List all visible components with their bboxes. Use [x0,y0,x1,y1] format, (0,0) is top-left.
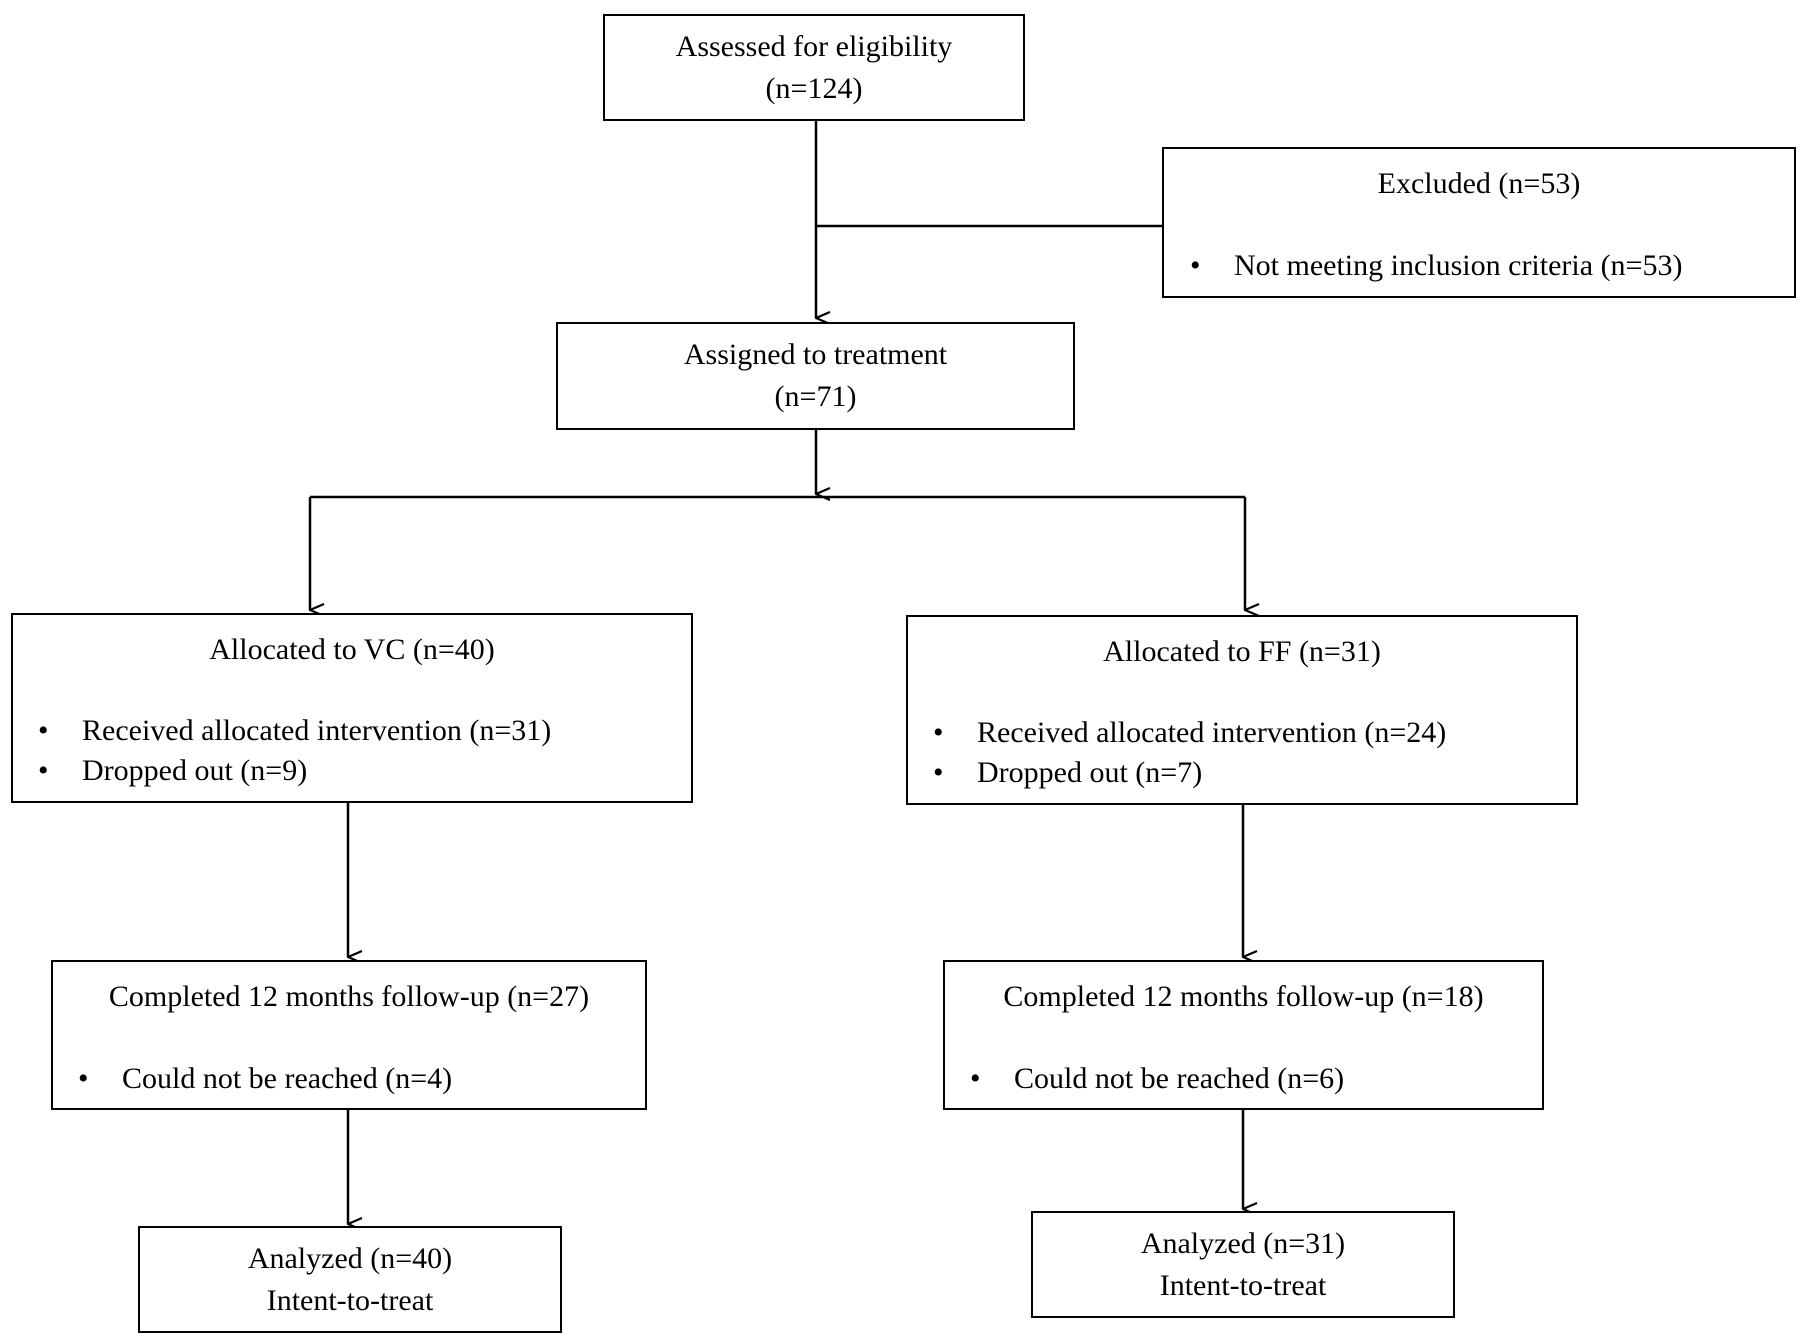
ff-allocation-title: Allocated to FF (n=31) [1103,635,1381,668]
ff-dropped-text: Dropped out (n=7) [977,756,1203,789]
assessed-title: Assessed for eligibility [675,30,953,63]
bullet-marker: • [1190,249,1201,282]
ff-analyzed-subtitle: Intent-to-treat [1159,1269,1327,1302]
vc-dropped-text: Dropped out (n=9) [82,754,308,787]
assessed-box: Assessed for eligibility (n=124) [603,14,1025,121]
bullet-marker: • [933,716,944,749]
ff-allocation-box: Allocated to FF (n=31) • Received alloca… [906,615,1578,805]
ff-followup-box: Completed 12 months follow-up (n=18) • C… [943,960,1544,1110]
excluded-reason: Not meeting inclusion criteria (n=53) [1234,249,1683,282]
bullet-marker: • [933,756,944,789]
ff-not-reached-text: Could not be reached (n=6) [1014,1062,1345,1095]
bullet-marker: • [78,1062,89,1095]
ff-analyzed-box: Analyzed (n=31) Intent-to-treat [1031,1211,1455,1318]
assigned-title: Assigned to treatment [683,338,948,371]
assigned-box: Assigned to treatment (n=71) [556,322,1075,430]
vc-received-text: Received allocated intervention (n=31) [82,714,552,747]
assessed-count: (n=124) [765,72,863,105]
excluded-box: Excluded (n=53) • Not meeting inclusion … [1162,147,1796,298]
ff-received-text: Received allocated intervention (n=24) [977,716,1447,749]
vc-followup-title: Completed 12 months follow-up (n=27) [108,980,590,1013]
vc-analyzed-subtitle: Intent-to-treat [266,1284,434,1317]
bullet-marker: • [970,1062,981,1095]
bullet-marker: • [38,754,49,787]
vc-allocation-box: Allocated to VC (n=40) • Received alloca… [11,613,693,803]
vc-analyzed-title: Analyzed (n=40) [247,1242,453,1275]
ff-analyzed-title: Analyzed (n=31) [1140,1227,1346,1260]
vc-allocation-title: Allocated to VC (n=40) [209,633,495,666]
excluded-title: Excluded (n=53) [1377,167,1581,200]
vc-followup-box: Completed 12 months follow-up (n=27) • C… [51,960,647,1110]
ff-followup-title: Completed 12 months follow-up (n=18) [1003,980,1484,1013]
vc-analyzed-box: Analyzed (n=40) Intent-to-treat [138,1226,562,1333]
bullet-marker: • [38,714,49,747]
assigned-count: (n=71) [774,380,857,413]
vc-not-reached-text: Could not be reached (n=4) [122,1062,453,1095]
